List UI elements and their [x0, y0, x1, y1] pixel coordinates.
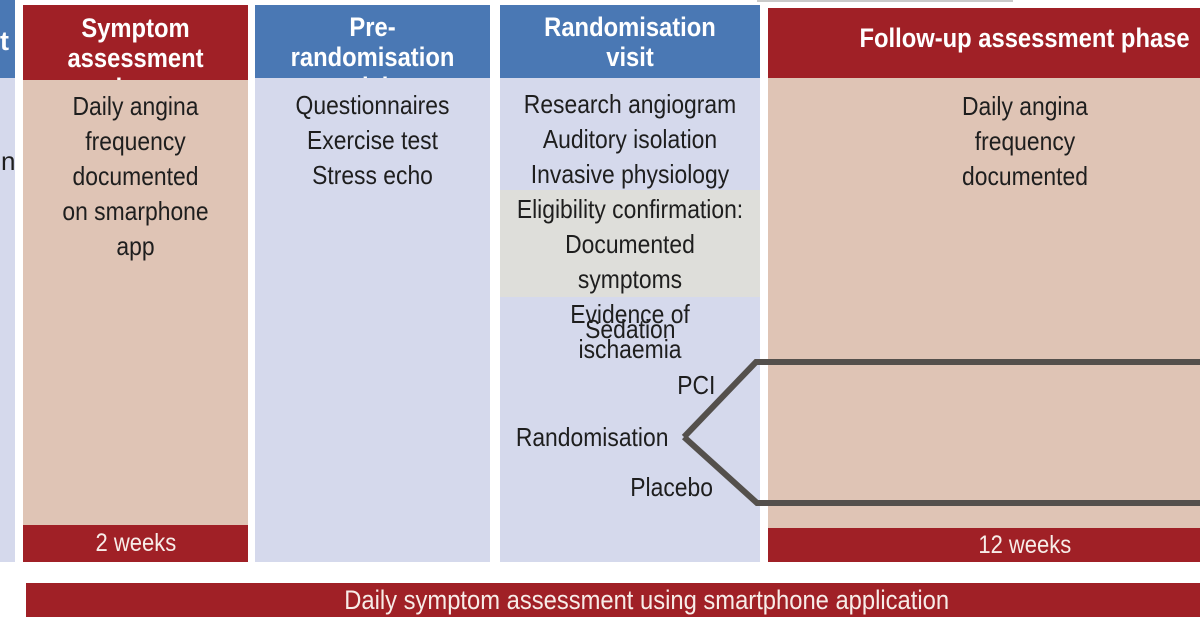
column-follow-up-assessment-phase: Follow-up assessment phase Daily angina … — [768, 8, 1200, 562]
symptom-phase-duration-badge: 2 weeks — [23, 525, 248, 562]
daily-symptom-assessment-bar: Daily symptom assessment using smartphon… — [26, 583, 1200, 617]
symptom-phase-header: Symptom assessment phase — [23, 5, 248, 103]
sedation-label-wrap: Sedation — [500, 312, 760, 347]
column-symptom-assessment-phase: Symptom assessment phase Daily angina fr… — [23, 5, 248, 562]
partial-header-text: t — [0, 26, 9, 56]
pre-randomisation-body: Questionnaires Exercise test Stress echo — [255, 78, 490, 562]
follow-up-header-text: Follow-up assessment phase — [859, 23, 1191, 53]
pre-randomisation-body-text: Questionnaires Exercise test Stress echo — [295, 90, 450, 190]
column-randomisation-visit: Randomisation visit Research angiogram A… — [500, 5, 760, 562]
pre-randomisation-header: Pre-randomisation visit — [255, 5, 490, 102]
partial-body-text: n — [1, 146, 15, 176]
follow-up-duration-badge: 12 weeks — [768, 528, 1200, 562]
symptom-phase-duration-text: 2 weeks — [95, 529, 176, 557]
randomisation-visit-header-text: Randomisation visit — [544, 12, 716, 72]
symptom-phase-body: Daily angina frequency documented on sma… — [23, 80, 248, 525]
follow-up-duration-text: 12 weeks — [978, 531, 1072, 559]
sedation-label: Sedation — [584, 314, 676, 344]
eligibility-confirmation-band: Eligibility confirmation: Documented sym… — [500, 190, 760, 364]
pci-arm-label: PCI — [676, 370, 715, 400]
randomisation-procedures-text: Research angiogram Auditory isolation In… — [523, 89, 737, 189]
placebo-arm-label: Placebo — [630, 472, 713, 502]
randomisation-visit-header: Randomisation visit — [500, 5, 760, 78]
top-crop-artifact-line — [757, 0, 1013, 2]
column-pre-randomisation-visit: Pre-randomisation visit Questionnaires E… — [255, 5, 490, 562]
follow-up-body-text: Daily angina frequency documented — [962, 91, 1088, 191]
follow-up-header: Follow-up assessment phase — [768, 8, 1200, 78]
symptom-phase-body-text: Daily angina frequency documented on sma… — [62, 91, 209, 261]
partial-column-body: n — [0, 78, 15, 562]
partial-column-header: t — [0, 0, 15, 78]
follow-up-body: Daily angina frequency documented — [768, 78, 1200, 528]
randomisation-visit-body: Research angiogram Auditory isolation In… — [500, 78, 760, 562]
eligibility-confirmation-text: Eligibility confirmation: Documented sym… — [516, 194, 744, 364]
daily-symptom-assessment-text: Daily symptom assessment using smartphon… — [344, 585, 950, 615]
randomisation-label: Randomisation — [515, 422, 668, 452]
